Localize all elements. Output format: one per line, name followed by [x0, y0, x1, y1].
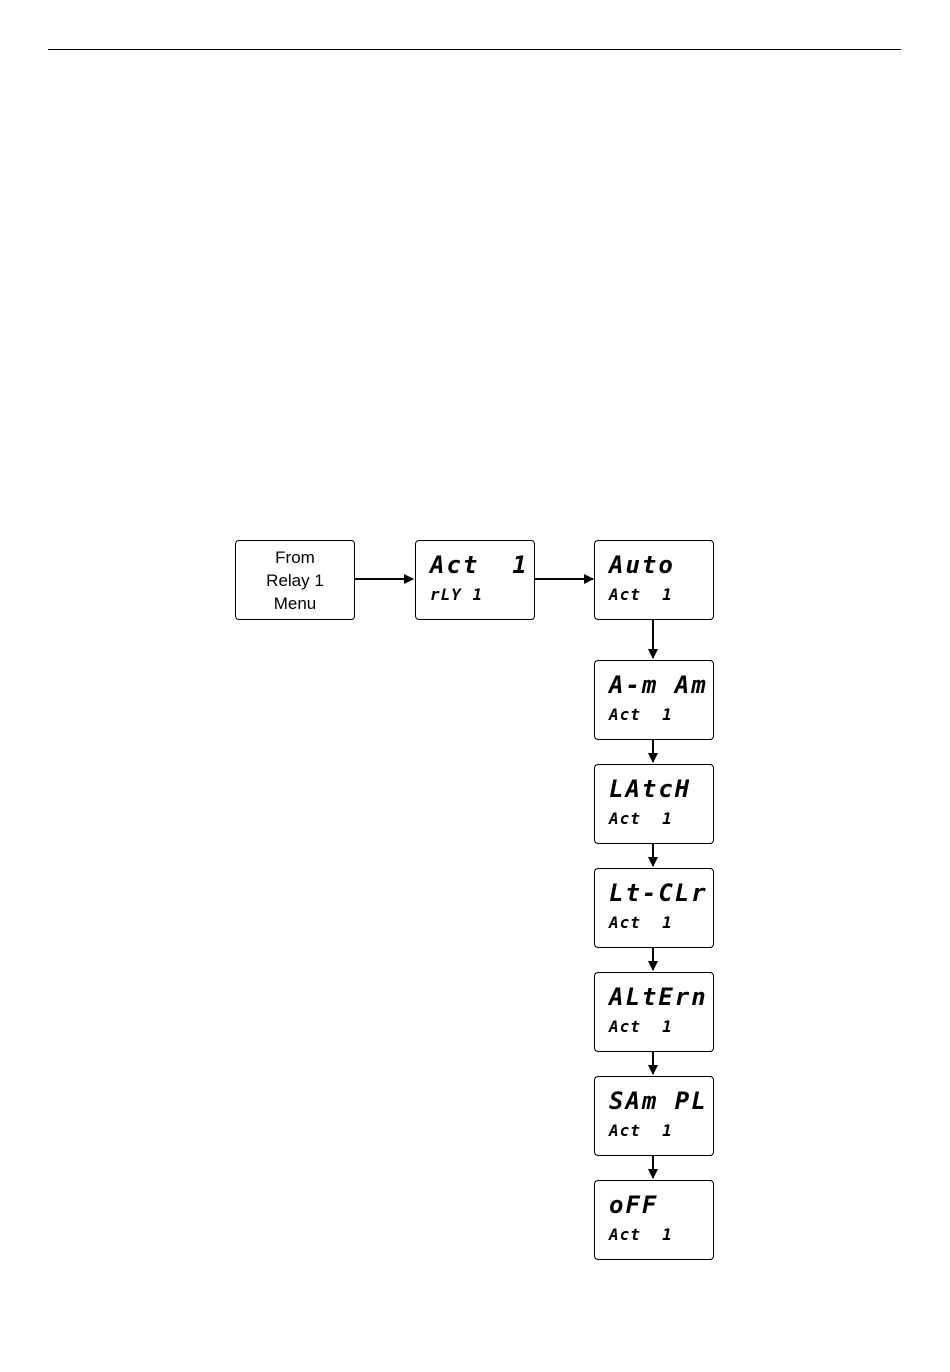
- from-relay-menu-label: From Relay 1 Menu: [266, 546, 324, 615]
- lcd-top-text: A-m Am: [609, 671, 708, 699]
- lcd-option-off: oFF Act 1: [594, 1180, 714, 1260]
- lcd-top-text: Act 1: [430, 551, 529, 579]
- lcd-top-text: LAtcH: [609, 775, 691, 803]
- lcd-bottom-text: rLY 1: [430, 585, 483, 604]
- lcd-relay-action: Act 1 rLY 1: [415, 540, 535, 620]
- lcd-top-text: SAm PL: [609, 1087, 708, 1115]
- lcd-option-auto: Auto Act 1: [594, 540, 714, 620]
- lcd-option-latch: LAtcH Act 1: [594, 764, 714, 844]
- lcd-bottom-text: Act 1: [609, 585, 673, 604]
- lcd-bottom-text: Act 1: [609, 705, 673, 724]
- lcd-top-text: oFF: [609, 1191, 658, 1219]
- lcd-top-text: Auto: [609, 551, 675, 579]
- lcd-bottom-text: Act 1: [609, 809, 673, 828]
- lcd-option-auto-manual: A-m Am Act 1: [594, 660, 714, 740]
- lcd-option-sample: SAm PL Act 1: [594, 1076, 714, 1156]
- lcd-bottom-text: Act 1: [609, 913, 673, 932]
- from-relay-menu-box: From Relay 1 Menu: [235, 540, 355, 620]
- lcd-option-latch-clear: Lt-CLr Act 1: [594, 868, 714, 948]
- lcd-top-text: ALtErn: [609, 983, 708, 1011]
- lcd-option-alternate: ALtErn Act 1: [594, 972, 714, 1052]
- lcd-bottom-text: Act 1: [609, 1225, 673, 1244]
- lcd-bottom-text: Act 1: [609, 1121, 673, 1140]
- lcd-top-text: Lt-CLr: [609, 879, 708, 907]
- lcd-bottom-text: Act 1: [609, 1017, 673, 1036]
